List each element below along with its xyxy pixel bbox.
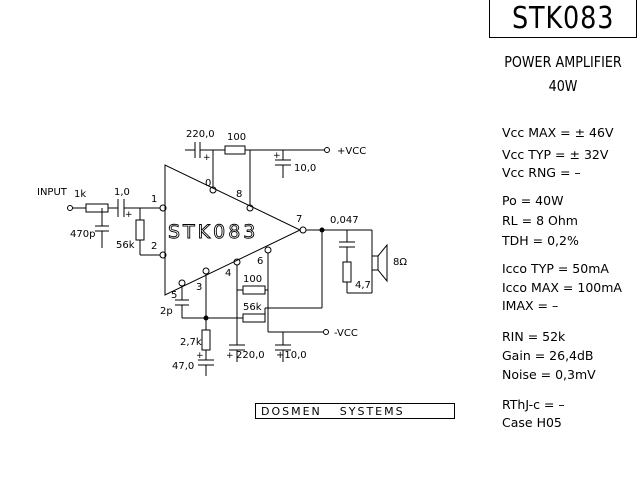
label-c-2p: 2p [160,306,173,317]
input-label: INPUT [37,187,68,198]
pin-6 [264,246,272,254]
svg-text:+: + [196,351,204,361]
svg-text:+: + [125,210,133,220]
title-box: STK083 [489,0,637,38]
resistor-56k-feedback [242,313,266,323]
spec-rin: RIN = 52k [502,329,566,344]
label-r-4-7: 4,7 [355,280,371,291]
vcc-neg-terminal [323,329,329,335]
label-c-220u-bottom: 220,0 [236,350,265,361]
speaker-icon [371,243,388,283]
speaker-label: 8Ω [393,257,407,268]
label-c-0047: 0,047 [330,215,359,226]
resistor-2-7k [201,329,211,351]
spec-vcc-typ: Vcc TYP = ± 32V [502,147,609,162]
resistor-1k [85,203,109,213]
spec-rthjc: RThJ-c = – [502,397,565,412]
pin-2-label: 2 [151,241,157,252]
label-r-56k-feedback: 56k [243,302,262,313]
brand-part-1: DOSMEN [261,404,322,418]
resistor-100-bottom [242,285,266,295]
pin-6-label: 6 [257,256,263,267]
label-c-47u: 47,0 [172,361,194,372]
label-r-100-top: 100 [227,132,246,143]
spec-vcc-rng: Vcc RNG = – [502,165,581,180]
spec-icco-typ: Icco TYP = 50mA [502,261,609,276]
chip-label: STK083 [168,221,258,243]
label-c-1u: 1,0 [114,187,130,198]
label-r-56k-input: 56k [116,240,135,251]
resistor-100-top [224,145,246,155]
spec-rl: RL = 8 Ohm [502,213,578,228]
label-r-1k: 1k [74,189,86,200]
vcc-pos-terminal [324,147,330,153]
pin-8-label: 8 [236,189,242,200]
pin-1 [159,204,167,212]
label-r-2-7k: 2,7k [180,337,202,348]
pin-5-label: 5 [171,290,177,301]
pin-3 [202,267,210,275]
pin-4-label: 4 [225,268,231,279]
label-c-10u-bottom: +10,0 [276,350,307,361]
vcc-neg-label: -VCC [334,328,358,339]
spec-po: Po = 40W [502,193,564,208]
label-c-10u-top: 10,0 [294,163,316,174]
pin-2 [159,251,167,259]
subtitle-line1: POWER AMPLIFIER [504,53,622,71]
pin-7-label: 7 [296,214,302,225]
vcc-pos-label: +VCC [337,146,366,157]
amplifier-triangle [164,164,302,296]
pin-5 [178,279,186,287]
brand-box: DOSMEN SYSTEMS [255,403,455,419]
pin-0-label: 0 [205,178,211,189]
label-r-100-bottom: 100 [243,274,262,285]
label-c-220u-top: 220,0 [186,129,215,140]
brand-part-2: SYSTEMS [339,404,405,418]
spec-icco-max: Icco MAX = 100mA [502,280,622,295]
pin-3-label: 3 [196,282,202,293]
spec-vcc-max: Vcc MAX = ± 46V [502,125,614,140]
spec-noise: Noise = 0,3mV [502,367,596,382]
page-title: STK083 [511,1,615,36]
input-terminal [67,205,73,211]
subtitle-line2: 40W [548,77,578,95]
spec-gain: Gain = 26,4dB [502,348,594,363]
label-c-470p: 470p [70,229,95,240]
svg-text:+: + [226,351,234,361]
resistor-56k-input [135,219,145,241]
spec-case: Case H05 [502,415,562,430]
spec-tdh: TDH = 0,2% [502,233,579,248]
svg-text:+: + [273,151,281,161]
pin-1-label: 1 [151,194,157,205]
spec-imax: IMAX = – [502,298,559,313]
svg-text:+: + [203,153,211,163]
resistor-4-7 [342,261,352,283]
